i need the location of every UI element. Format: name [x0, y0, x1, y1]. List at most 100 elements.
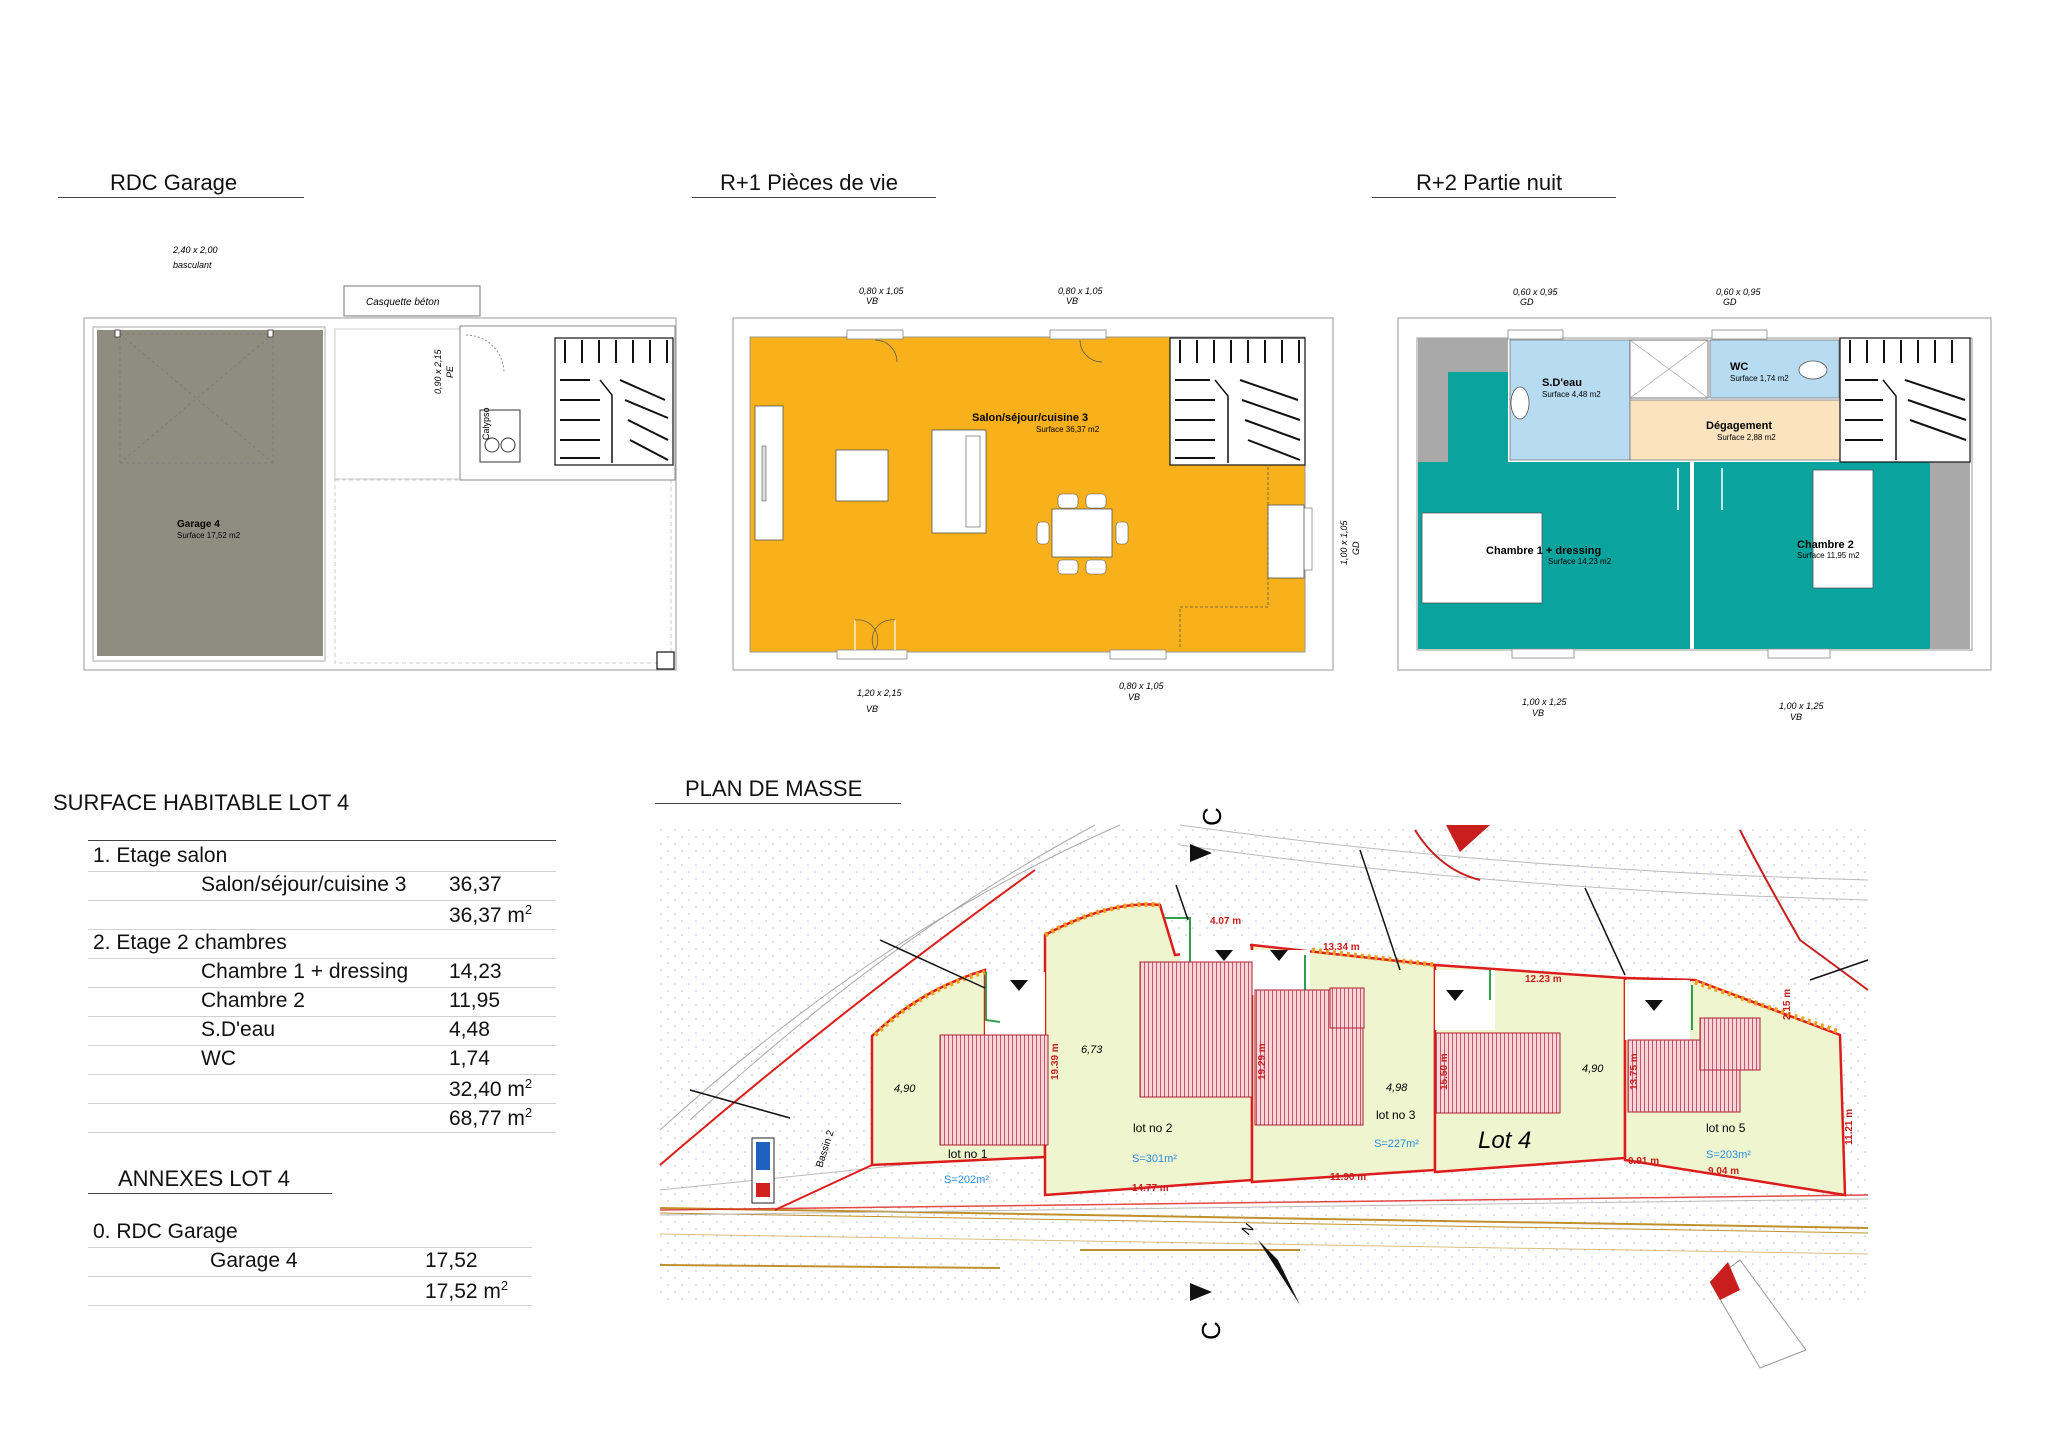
dim-11-21: 11.21 m: [1844, 1109, 1855, 1145]
rdc-title-rule: [58, 197, 304, 198]
room-name: Chambre 1 + dressing: [201, 960, 409, 983]
site-plan-title: PLAN DE MASSE: [685, 776, 863, 801]
r1-win-bottom-right-dim: 0,80 x 1,05: [1119, 681, 1165, 691]
floor2-total-value: 32,40 m: [449, 1078, 525, 1101]
garage-room-fill: [97, 330, 323, 656]
floor2-total: 32,40 m2: [449, 1076, 532, 1102]
sdeau-surface: Surface 4,48 m2: [1542, 390, 1601, 399]
r2-night-plan: 0,60 x 0,95 GD 0,60 x 0,95 GD: [1397, 287, 1992, 722]
floor1-total-value: 36,37 m: [449, 904, 525, 927]
dim-12-23: 12.23 m: [1525, 974, 1562, 985]
bedroom1-name: Chambre 1 + dressing: [1486, 545, 1601, 557]
r2-plan-title: R+2 Partie nuit: [1416, 170, 1563, 195]
grand-total-value: 68,77 m: [449, 1107, 525, 1130]
bedroom2-surface: Surface 11,95 m2: [1797, 551, 1860, 560]
r2-win-top-left-dim: 0,60 x 0,95: [1513, 287, 1559, 297]
lot3-name: lot no 3: [1376, 1108, 1416, 1122]
floor1-total: 36,37 m2: [449, 902, 532, 928]
lot1-name: lot no 1: [948, 1147, 988, 1161]
dim-19-39: 19.39 m: [1050, 1043, 1061, 1080]
dim-9-04: 9.04 m: [1708, 1166, 1739, 1177]
garage-door-type: basculant: [173, 260, 212, 270]
table-row: 32,40 m2: [88, 1074, 556, 1104]
r1-win-top-right-dim: 0,80 x 1,05: [1058, 286, 1104, 296]
annex-total-value: 17,52 m: [425, 1280, 501, 1303]
r2-win-bottom-right-dim: 1,00 x 1,25: [1779, 701, 1825, 711]
dim-0-91: 0.91 m: [1628, 1156, 1659, 1167]
site-plan: lot no 1 S=202m² 4,90 lot no 2 S=301m² 6…: [655, 807, 1869, 1369]
dim-4-07: 4.07 m: [1210, 916, 1241, 927]
table-row: 0. RDC Garage: [88, 1218, 532, 1248]
lot2-area: S=301m²: [1132, 1153, 1177, 1165]
floor2-label: 2. Etage 2 chambres: [93, 931, 287, 954]
r1-title-rule: [692, 197, 936, 198]
annex-title-rule: [88, 1193, 332, 1194]
dim-19-29: 19.29 m: [1257, 1043, 1268, 1080]
dining-table: [1051, 508, 1113, 558]
r1-plan-title: R+1 Pièces de vie: [720, 170, 898, 195]
r2-win-bottom-right-type: VB: [1790, 712, 1802, 722]
lot5-area: S=203m²: [1706, 1149, 1751, 1161]
house-lot1: [939, 1034, 1049, 1146]
table-row: 1. Etage salon: [88, 842, 556, 872]
dim-14-77: 14.77 m: [1132, 1183, 1169, 1194]
r1-win-bottom-left-dim: 1,20 x 2,15: [857, 688, 903, 698]
floor0-label: 0. RDC Garage: [93, 1220, 238, 1243]
unit-exponent: 2: [524, 1076, 533, 1091]
rdc-stair: [554, 337, 674, 466]
annex-table-title: ANNEXES LOT 4: [118, 1166, 290, 1191]
dim-2-15: 2.15 m: [1782, 989, 1793, 1020]
lot2-width: 6,73: [1081, 1044, 1103, 1056]
lot1-width: 4,90: [894, 1083, 916, 1095]
lot4-width: 4,90: [1582, 1063, 1604, 1075]
site-title-rule: [655, 803, 901, 804]
annex-total: 17,52 m2: [425, 1278, 508, 1304]
garage-door-dim: 2,40 x 2,00: [172, 245, 218, 255]
grand-total: 68,77 m2: [449, 1105, 532, 1131]
r1-win-top-left-dim: 0,80 x 1,05: [859, 286, 905, 296]
table-row: S.D'eau 4,48: [88, 1016, 556, 1046]
lot5-name: lot no 5: [1706, 1121, 1746, 1135]
room-name: S.D'eau: [201, 1018, 276, 1041]
surface-title-rule: [88, 840, 556, 841]
sdeau-fill: [1509, 339, 1631, 461]
table-row: Chambre 2 11,95: [88, 987, 556, 1017]
table-row: 2. Etage 2 chambres: [88, 929, 556, 959]
section-letter-bottom: C: [1196, 1321, 1226, 1340]
r1-win-right-dim: 1,00 x 1,05: [1339, 519, 1349, 565]
table-row: Chambre 1 + dressing 14,23: [88, 958, 556, 988]
rdc-garage-plan: 2,40 x 2,00 basculant Casquette béton Ga…: [83, 245, 677, 671]
section-letter-top: C: [1197, 807, 1227, 826]
surface-table-title: SURFACE HABITABLE LOT 4: [53, 790, 350, 815]
r1-win-bottom-right-type: VB: [1128, 692, 1140, 702]
wc-name: WC: [1730, 361, 1748, 373]
room-value: 4,48: [449, 1018, 490, 1041]
table-row: WC 1,74: [88, 1045, 556, 1075]
r2-win-bottom-left-type: VB: [1532, 708, 1544, 718]
room-value: 14,23: [449, 960, 502, 983]
dim-15-50: 15.50 m: [1439, 1053, 1450, 1090]
r2-title-rule: [1372, 197, 1616, 198]
floor1-room-value: 36,37: [449, 873, 502, 896]
sdeau-name: S.D'eau: [1542, 377, 1582, 389]
r1-win-top-left-type: VB: [866, 296, 878, 306]
annex-room-value: 17,52: [425, 1249, 478, 1272]
r2-win-top-right-type: GD: [1723, 297, 1737, 307]
bedroom2-fill: [1694, 462, 1930, 649]
room-value: 11,95: [449, 989, 500, 1012]
room-name: Chambre 2: [201, 989, 305, 1012]
bedroom2-name: Chambre 2: [1797, 539, 1854, 551]
r2-win-bottom-left-dim: 1,00 x 1,25: [1522, 697, 1568, 707]
canopy-label: Casquette béton: [366, 297, 440, 308]
unit-exponent: 2: [500, 1278, 509, 1293]
r1-win-top-right-type: VB: [1066, 296, 1078, 306]
table-row: Salon/séjour/cuisine 3 36,37: [88, 871, 556, 901]
living-room-name: Salon/séjour/cuisine 3: [972, 412, 1088, 424]
boiler-label: Calypso: [481, 407, 491, 440]
r1-stair: [1169, 337, 1306, 466]
floor1-room-name: Salon/séjour/cuisine 3: [201, 873, 407, 896]
degagement-fill: [1629, 399, 1841, 461]
r1-win-bottom-left-type: VB: [866, 704, 878, 714]
side-door-dim: 0,90 x 2,15: [433, 348, 443, 394]
